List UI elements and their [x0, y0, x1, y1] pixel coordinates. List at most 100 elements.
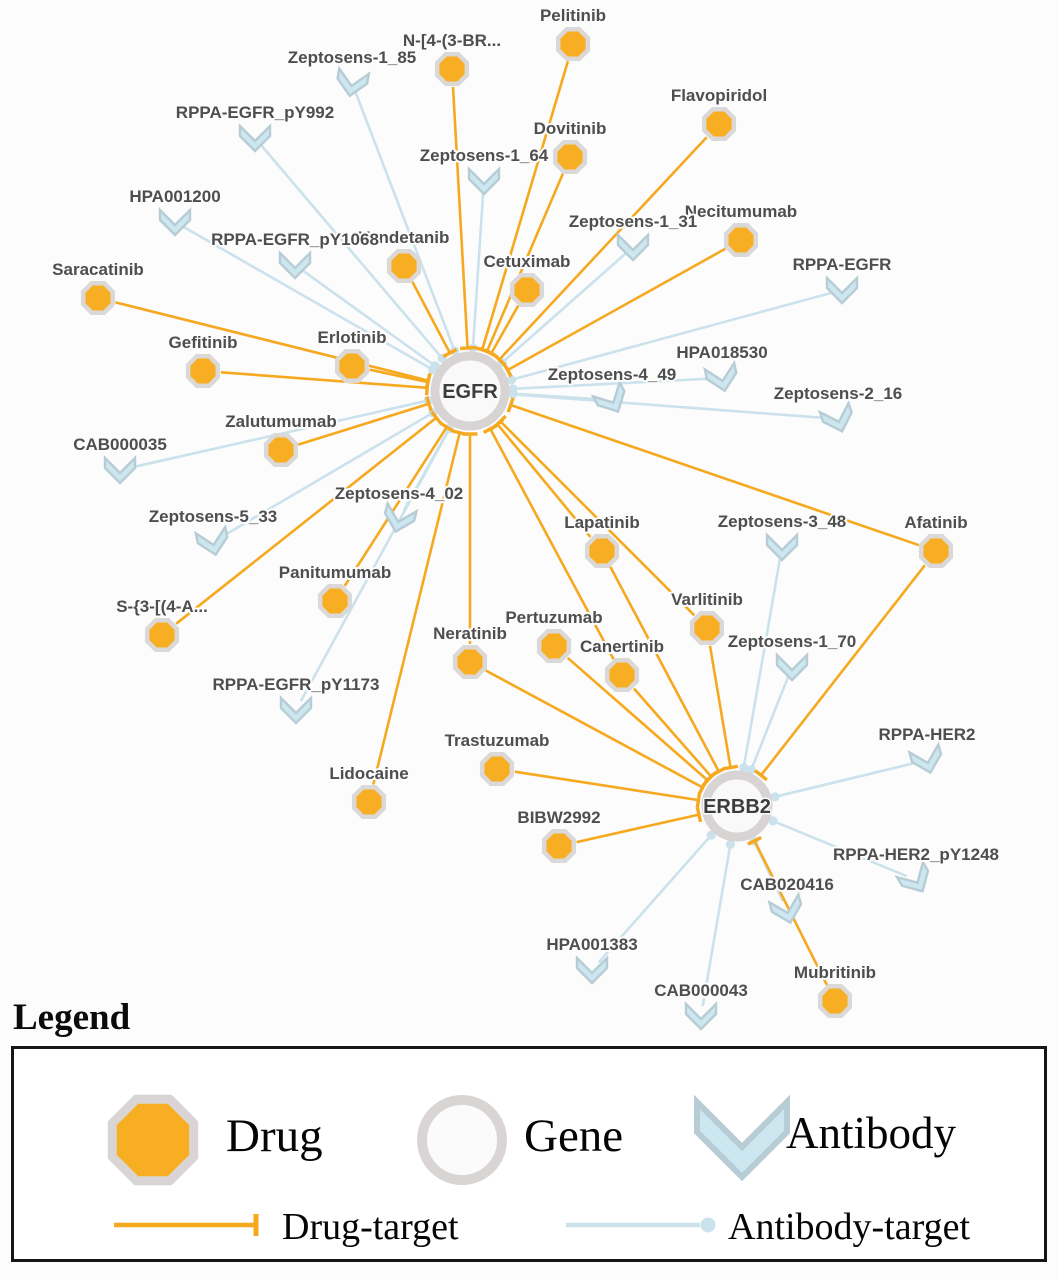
label-pelitinib: Pelitinib — [540, 6, 606, 25]
edge-tee-neratinib-erbb2 — [697, 780, 708, 795]
label-zeptosens_1_64: Zeptosens-1_64 — [420, 146, 549, 165]
legend-box: Drug Gene Antibody Drug-target Antibody-… — [11, 1046, 1047, 1262]
edge-rppa_egfr_py1068-egfr — [302, 269, 436, 367]
antibody-legend-label: Antibody — [786, 1108, 957, 1158]
label-mubritinib: Mubritinib — [794, 963, 876, 982]
node-antibody-rppa_egfr_py1173 — [279, 695, 313, 725]
label-neratinib: Neratinib — [433, 624, 507, 643]
drug-target-line-sample — [114, 1214, 259, 1236]
node-labels: EGFRERBB2PelitinibN-[4-(3-BR...Flavopiri… — [50, 4, 1001, 1002]
node-antibody-rppa_egfr_py1068 — [278, 250, 312, 280]
antibody-target-dot — [700, 1217, 716, 1233]
label-zeptosens_1_31: Zeptosens-1_31 — [569, 212, 698, 231]
edge-dot-rppa_egfr_py1068-egfr — [430, 361, 440, 371]
edge-rppa_her2-erbb2 — [774, 761, 918, 799]
node-gene-erbb2 — [701, 770, 773, 842]
label-vandetanib: Vandetanib — [359, 228, 450, 247]
edge-rppa_egfr_py1173-egfr — [299, 428, 451, 702]
edge-dot-rppa_her2_py1248-erbb2 — [768, 816, 778, 826]
label-hpa001383: HPA001383 — [546, 935, 637, 954]
label-erlotinib: Erlotinib — [318, 328, 387, 347]
edge-tee-panitumumab-egfr — [439, 421, 455, 433]
edge-rppa_egfr_py992-egfr — [260, 144, 444, 360]
edge-canertinib-egfr — [489, 428, 615, 660]
node-antibody-cab020416 — [767, 891, 803, 925]
node-drug-zalutumumab — [263, 432, 299, 468]
gene-circle-icon — [417, 1095, 507, 1185]
edge-dot-cab000043-erbb2 — [725, 839, 736, 850]
edge-tee-afatinib-erbb2 — [754, 769, 768, 782]
node-drug-varlitinib — [689, 610, 725, 646]
label-egfr: EGFR — [442, 381, 498, 403]
label-zeptosens_3_48: Zeptosens-3_48 — [718, 512, 847, 531]
edge-tee-s3_4a-egfr — [430, 410, 443, 425]
label-pertuzumab: Pertuzumab — [505, 608, 602, 627]
legend-title: Legend — [13, 997, 131, 1038]
node-drug-trastuzumab — [479, 751, 515, 787]
edge-hpa018530-egfr — [512, 377, 713, 391]
label-flavopiridol: Flavopiridol — [671, 86, 767, 105]
gene-legend-icon — [417, 1095, 507, 1185]
label-necitumumab: Necitumumab — [685, 202, 797, 221]
edge-dot-rppa_her2-erbb2 — [770, 792, 780, 802]
antibody-chevron-icon — [694, 1094, 790, 1182]
edge-neratinib-erbb2 — [485, 669, 704, 789]
node-antibody-rppa_egfr_py992 — [238, 123, 272, 153]
label-dovitinib: Dovitinib — [534, 119, 607, 138]
edge-dot-rppa_egfr-egfr — [506, 375, 517, 385]
edge-erlotinib-egfr — [369, 368, 429, 384]
node-antibody-zeptosens_5_33 — [194, 524, 229, 557]
label-rppa_her2_py1248: RPPA-HER2_pY1248 — [833, 845, 999, 864]
edge-flavopiridol-egfr — [498, 136, 708, 361]
label-panitumumab: Panitumumab — [279, 563, 391, 582]
edge-dot-zeptosens_1_70-erbb2 — [746, 765, 756, 775]
node-antibody-rppa_her2 — [907, 741, 943, 775]
edge-dovitinib-egfr — [485, 173, 565, 353]
label-cetuximab: Cetuximab — [484, 252, 571, 271]
edge-n4_3br-egfr — [451, 86, 469, 349]
edge-tee-trastuzumab-erbb2 — [695, 792, 702, 808]
edge-pelitinib-egfr — [480, 60, 570, 351]
node-drug-vandetanib — [386, 248, 422, 284]
edge-hpa001200-egfr — [183, 225, 434, 371]
edge-zeptosens_3_48-erbb2 — [742, 556, 782, 768]
node-drug-lapatinib — [584, 533, 620, 569]
node-drug-panitumumab — [317, 583, 353, 619]
edge-varlitinib-erbb2 — [708, 645, 732, 768]
edge-dot-zeptosens_2_16-egfr — [508, 389, 518, 399]
edge-afatinib-egfr — [510, 403, 920, 547]
node-antibody-zeptosens_4_02 — [383, 500, 419, 534]
edge-zeptosens_1_64-egfr — [471, 190, 485, 349]
label-rppa_egfr_py1068: RPPA-EGFR_pY1068 — [211, 230, 379, 249]
node-antibody-zeptosens_1_70 — [775, 652, 809, 682]
label-afatinib: Afatinib — [904, 513, 967, 532]
label-zeptosens_5_33: Zeptosens-5_33 — [149, 507, 278, 526]
edge-tee-canertinib-egfr — [482, 423, 498, 434]
edge-zeptosens_5_33-egfr — [220, 411, 434, 539]
edge-zeptosens_1_31-egfr — [501, 252, 627, 364]
node-drug-s3_4a — [144, 617, 180, 653]
edge-tee-necitumumab-egfr — [502, 362, 513, 378]
node-antibody-zeptosens_1_64 — [467, 166, 501, 196]
edge-tee-zalutumumab-egfr — [425, 396, 433, 412]
node-antibody-rppa_egfr — [825, 275, 859, 305]
label-varlitinib: Varlitinib — [671, 590, 743, 609]
drug-octagon-icon — [107, 1094, 199, 1186]
node-drug-afatinib — [918, 533, 954, 569]
edge-zeptosens_2_16-egfr — [512, 393, 829, 420]
edge-tee-n4_3br-egfr — [459, 345, 476, 351]
edge-panitumumab-egfr — [343, 426, 448, 587]
edge-tee-lidocaine-egfr — [452, 429, 468, 437]
label-canertinib: Canertinib — [580, 637, 664, 656]
node-drug-cetuximab — [509, 272, 545, 308]
label-zeptosens_4_02: Zeptosens-4_02 — [335, 484, 464, 503]
node-antibody-cab000035 — [103, 455, 137, 485]
node-drug-bibw2992 — [541, 828, 577, 864]
edge-tee-afatinib-egfr — [506, 397, 515, 413]
drug-legend-label: Drug — [226, 1110, 323, 1162]
edge-cetuximab-egfr — [489, 305, 520, 355]
node-drug-erlotinib — [334, 348, 370, 384]
edge-tee-cetuximab-egfr — [483, 348, 499, 359]
